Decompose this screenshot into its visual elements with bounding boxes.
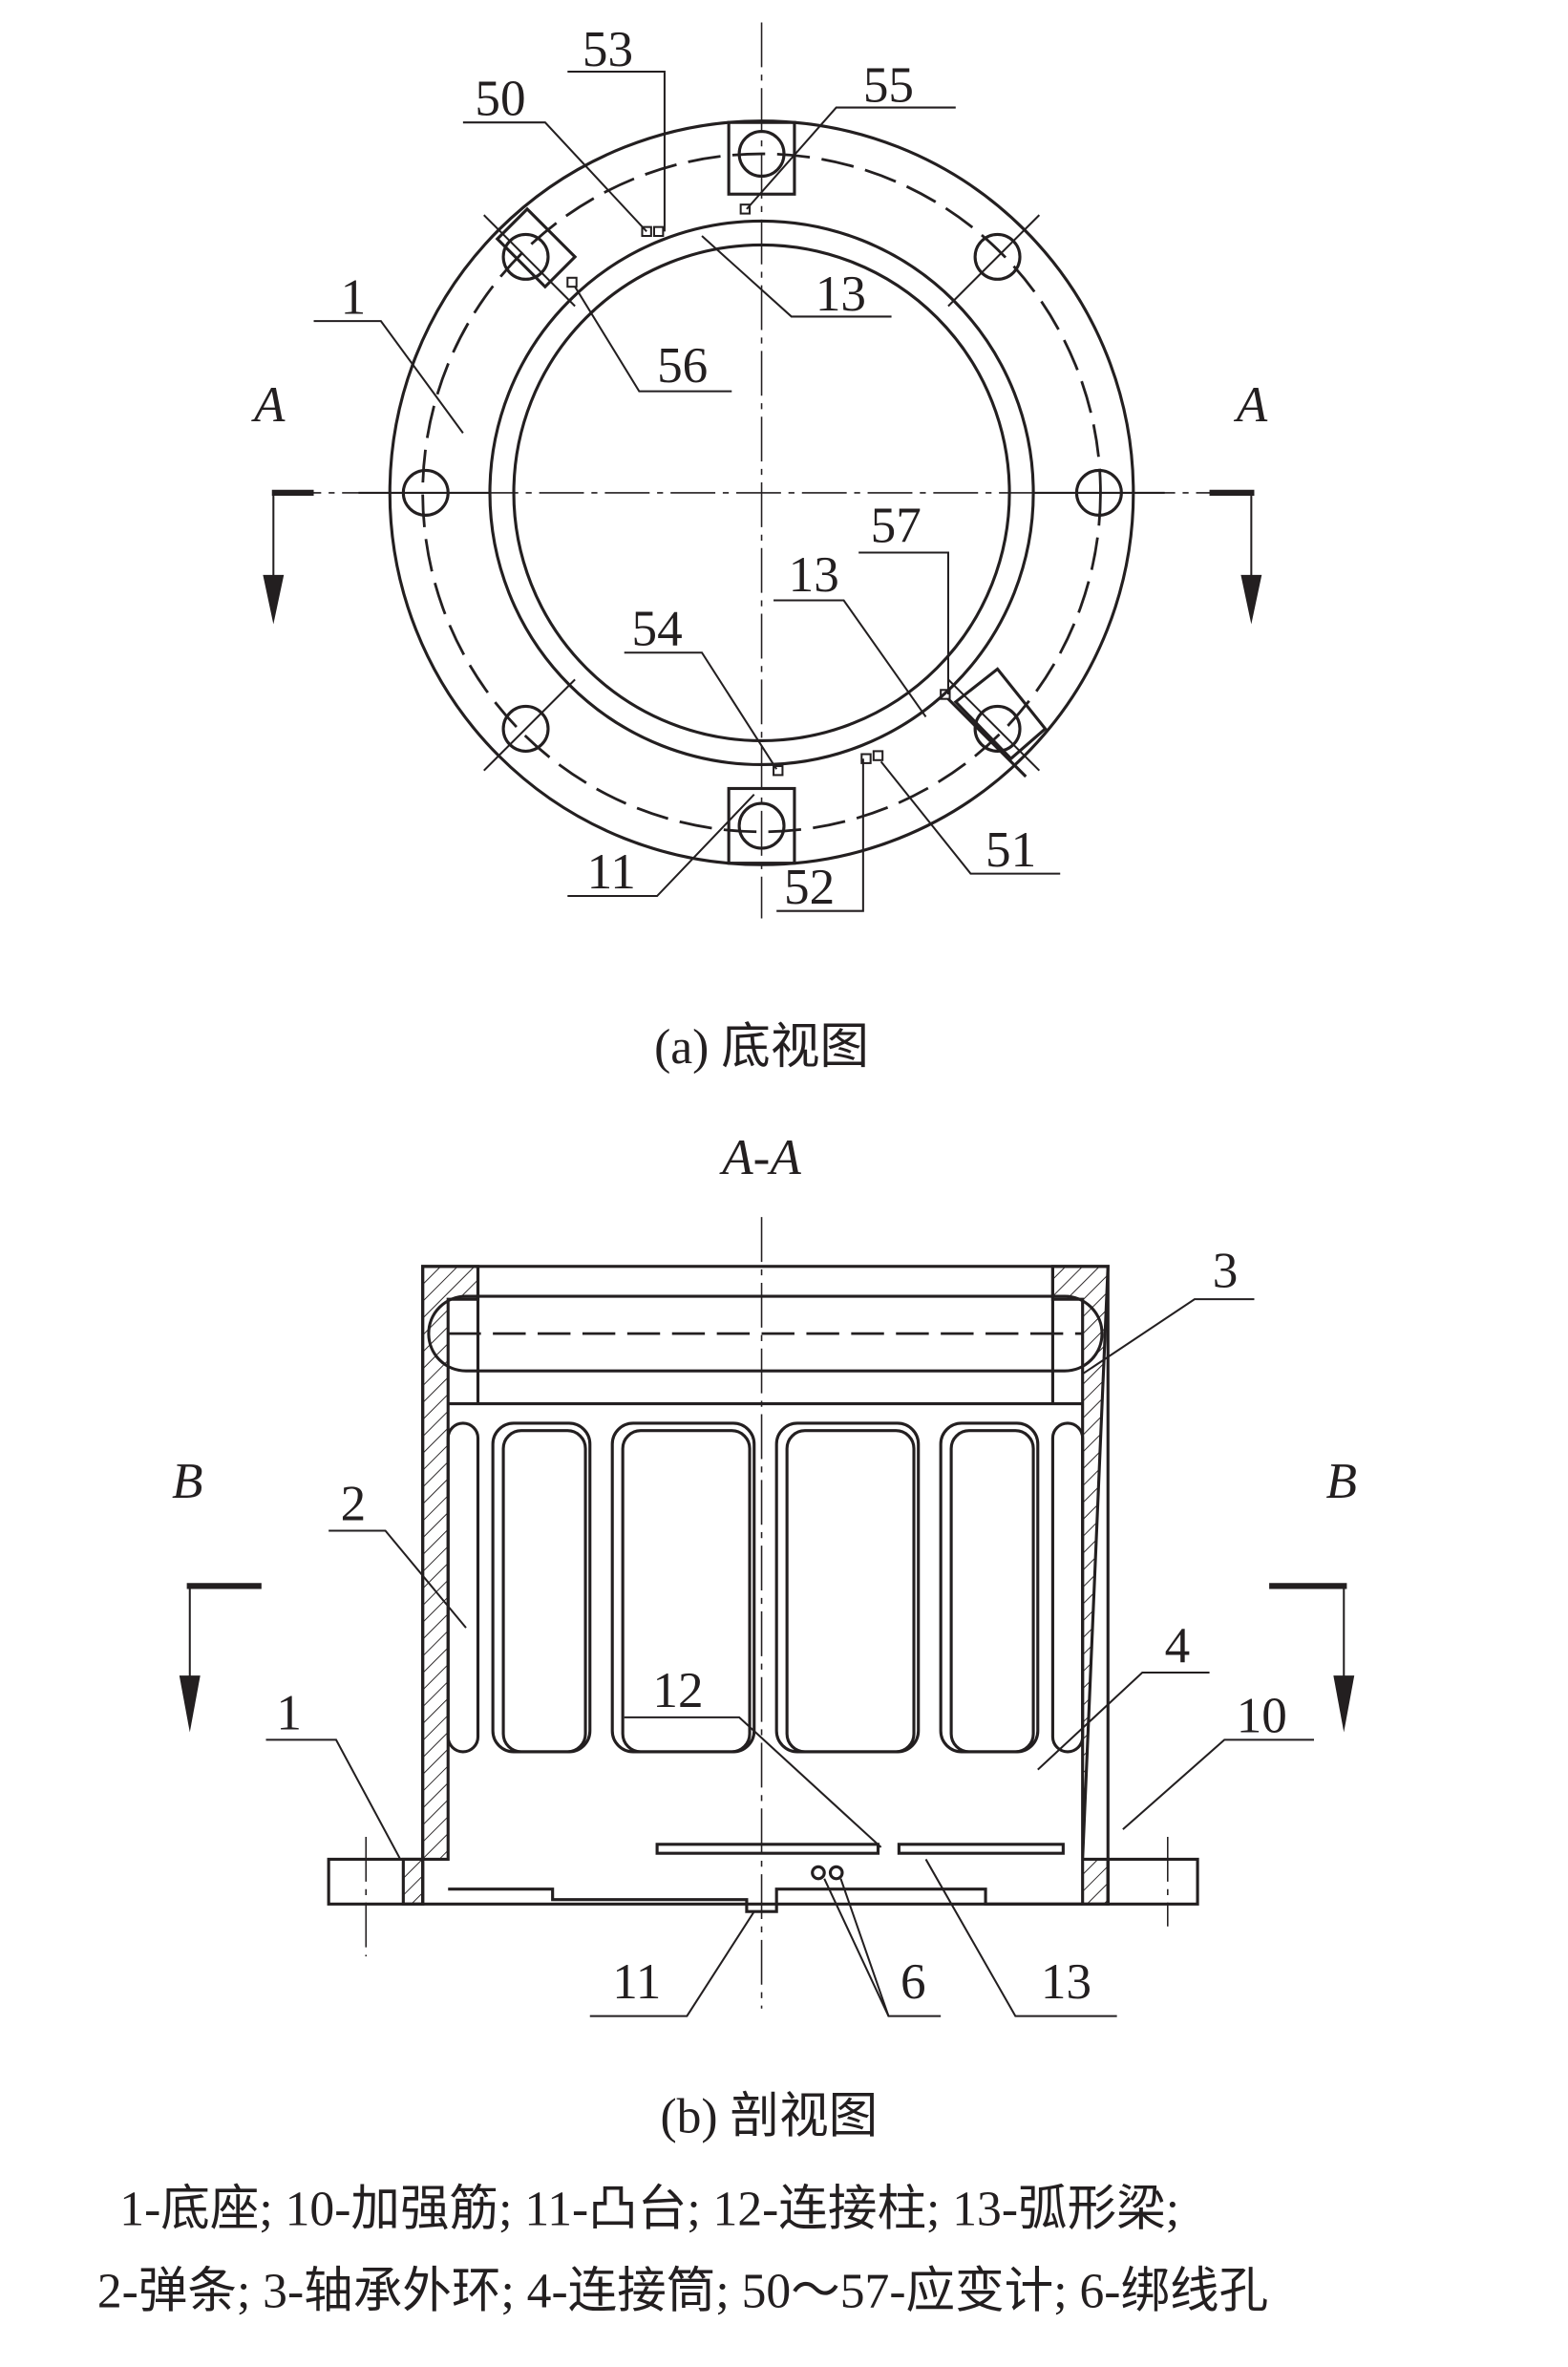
section-marker-a-right: A [1234, 377, 1268, 433]
label-2: 2 [341, 1477, 367, 1532]
arc-beam-inner [512, 243, 1011, 743]
label-57: 57 [871, 499, 922, 554]
leader-lines [313, 71, 1061, 912]
section-arrow-b-right [1269, 1583, 1355, 1733]
section-arrow-b-left [179, 1583, 262, 1733]
leader-lines-b [265, 1298, 1315, 2017]
bolt-holes [401, 130, 1123, 850]
label-1: 1 [276, 1685, 302, 1740]
legend-line-1: 1-底座; 10-加强筋; 11-凸台; 12-连接柱; 13-弧形梁; [119, 2182, 1179, 2236]
section-marker-b-right: B [1326, 1454, 1357, 1509]
bottom-view: A A 50 53 55 1 13 56 57 13 54 11 52 51 (… [251, 22, 1268, 1075]
label-52: 52 [784, 860, 835, 915]
section-marker-a-left: A [251, 377, 286, 433]
caption-b: (b) 剖视图 [660, 2090, 878, 2144]
section-arrow-a-right [1209, 489, 1262, 625]
bosses [495, 120, 1048, 865]
label-13-top: 13 [816, 267, 866, 322]
label-50: 50 [475, 71, 525, 126]
label-55: 55 [863, 57, 914, 113]
label-53: 53 [583, 22, 633, 77]
caption-a: (a) 底视图 [654, 1020, 869, 1075]
section-arrow-a-left [263, 489, 314, 625]
label-10: 10 [1237, 1689, 1287, 1744]
label-51: 51 [985, 822, 1036, 878]
label-4: 4 [1165, 1618, 1191, 1674]
label-54: 54 [632, 601, 683, 656]
section-marker-b-left: B [172, 1454, 202, 1509]
label-11: 11 [587, 844, 636, 900]
label-13: 13 [1041, 1954, 1091, 2010]
label-56: 56 [657, 338, 708, 394]
label-3: 3 [1213, 1244, 1239, 1299]
label-13-bottom: 13 [789, 547, 839, 603]
legend-line-2: 2-弹条; 3-轴承外环; 4-连接筒; 50～57-应变计; 6-绑线孔 [97, 2264, 1268, 2318]
radial-ribs [358, 214, 1165, 772]
label-11: 11 [612, 1954, 661, 2010]
spring-slots [446, 1421, 1085, 1754]
label-6: 6 [901, 1954, 926, 2010]
section-view: A-A [172, 1130, 1357, 2144]
label-12: 12 [652, 1663, 703, 1718]
section-title: A-A [719, 1130, 801, 1185]
label-1: 1 [341, 269, 367, 325]
strain-gauges [566, 203, 951, 777]
